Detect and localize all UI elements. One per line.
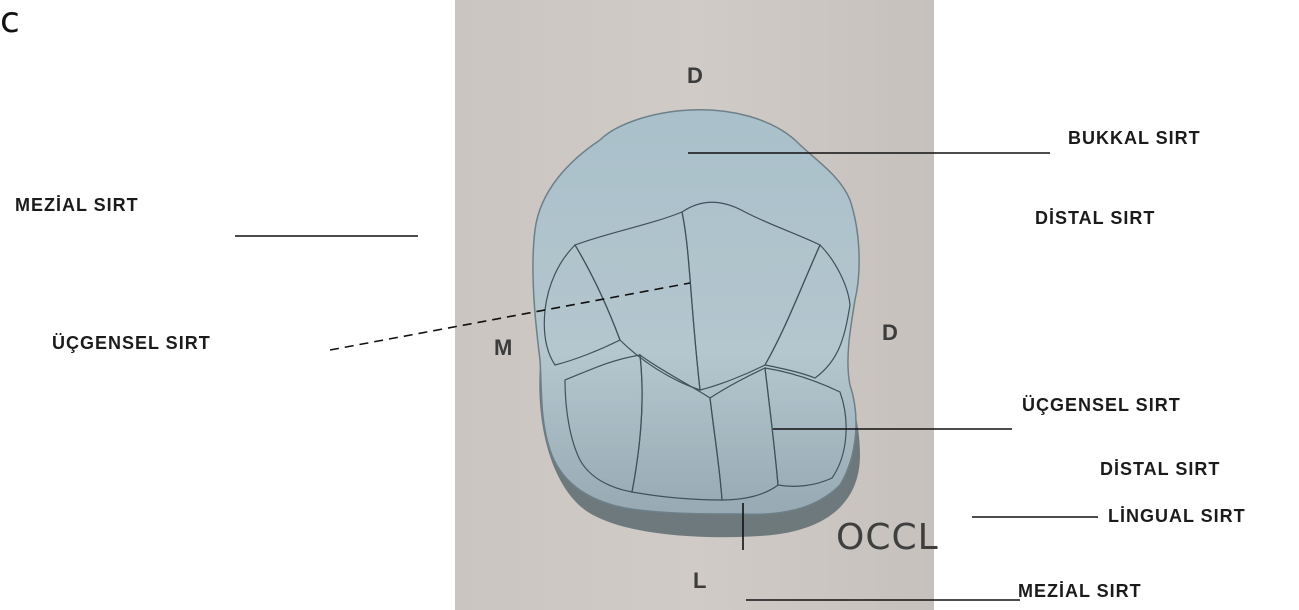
label-ucgensel-sirt-right: ÜÇGENSEL SIRT xyxy=(1022,395,1181,416)
tooth-crown xyxy=(533,110,859,515)
orientation-left-label: M xyxy=(494,335,512,361)
label-ucgensel-sirt-left: ÜÇGENSEL SIRT xyxy=(52,333,211,354)
label-lingual-sirt: LİNGUAL SIRT xyxy=(1108,506,1246,527)
photo-occl-label: OCCL xyxy=(836,517,939,558)
label-distal-sirt-bottom: DİSTAL SIRT xyxy=(1100,459,1220,480)
label-mezial-sirt-bottom: MEZİAL SIRT xyxy=(1018,581,1142,602)
orientation-top-label: D xyxy=(687,63,703,89)
orientation-right-label: D xyxy=(882,320,898,346)
label-mezial-sirt-left: MEZİAL SIRT xyxy=(15,195,139,216)
label-distal-sirt-top: DİSTAL SIRT xyxy=(1035,208,1155,229)
orientation-bottom-label: L xyxy=(693,568,706,594)
label-bukkal-sirt: BUKKAL SIRT xyxy=(1068,128,1201,149)
